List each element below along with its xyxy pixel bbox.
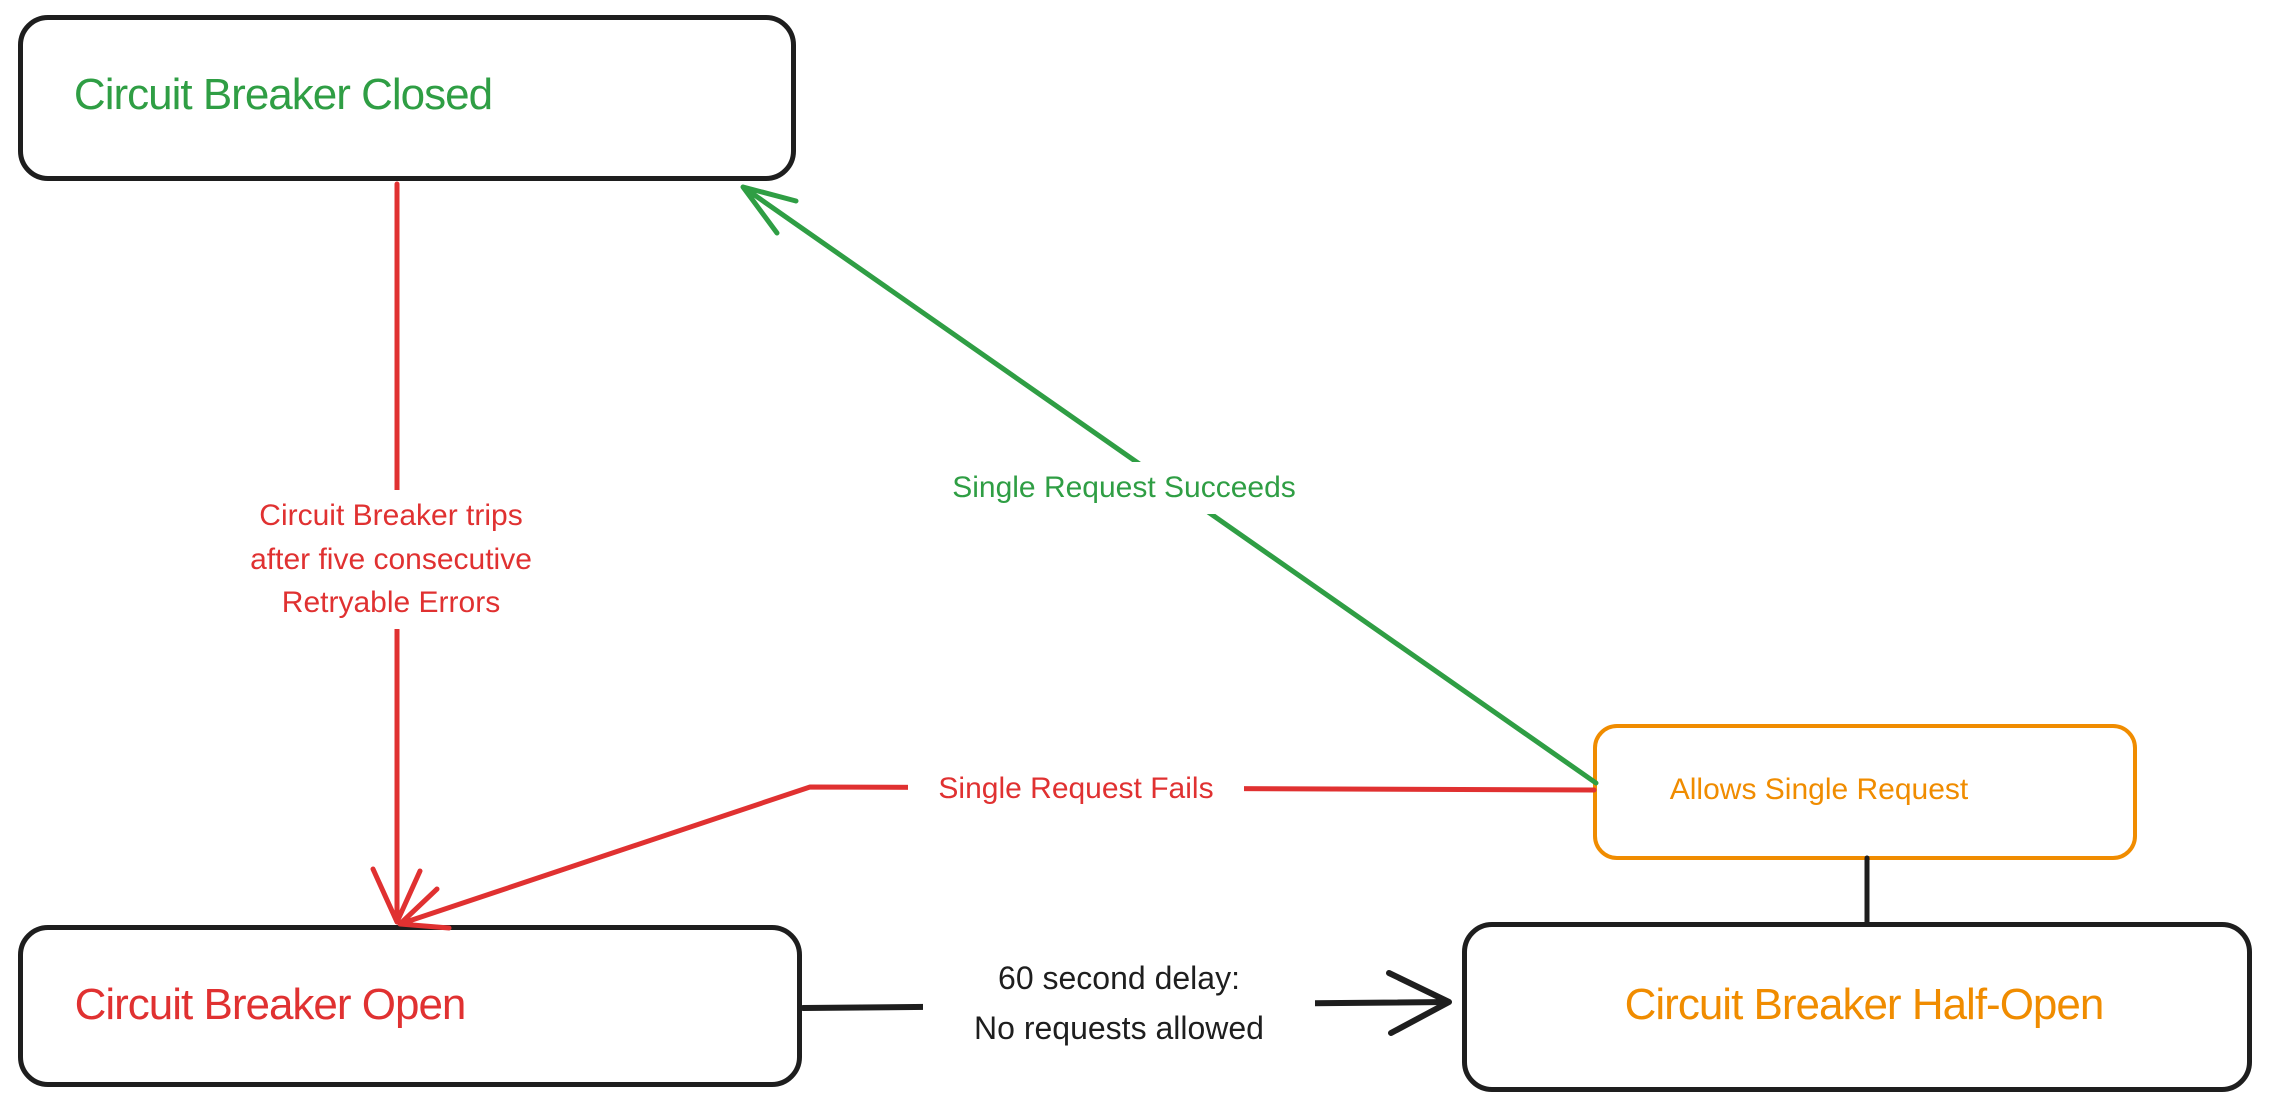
single-request-fails-label: Single Request Fails bbox=[908, 763, 1244, 815]
trips-arrow-label-line3: Retryable Errors bbox=[281, 586, 501, 619]
open-state-box bbox=[18, 925, 802, 1087]
trips-arrow-label-line2: after five consecutive bbox=[250, 542, 532, 576]
single-request-succeeds-label: Single Request Succeeds bbox=[898, 462, 1350, 514]
delay-arrow-label-line1: 60 second delay: bbox=[998, 960, 1240, 996]
single-request-fails-arrow bbox=[397, 784, 1597, 931]
half-open-state-title: Circuit Breaker Half-Open bbox=[1624, 980, 2105, 1029]
delay-arrow-label-line2: No requests allowed bbox=[974, 1009, 1264, 1046]
delay-arrow-label: 60 second delay: No requests allowed bbox=[923, 950, 1315, 1058]
allows-single-request-box bbox=[1593, 724, 2137, 860]
closed-state-box bbox=[18, 15, 796, 181]
trips-arrow-label: Circuit Breaker trips after five consecu… bbox=[165, 490, 617, 629]
half-open-state-box bbox=[1462, 922, 2252, 1092]
open-state-title: Circuit Breaker Open bbox=[74, 980, 467, 1029]
closed-state-title: Circuit Breaker Closed bbox=[73, 70, 493, 119]
trips-arrow-label-line1: Circuit Breaker trips bbox=[259, 499, 523, 532]
allows-single-request-title: Allows Single Request bbox=[1669, 773, 1969, 806]
